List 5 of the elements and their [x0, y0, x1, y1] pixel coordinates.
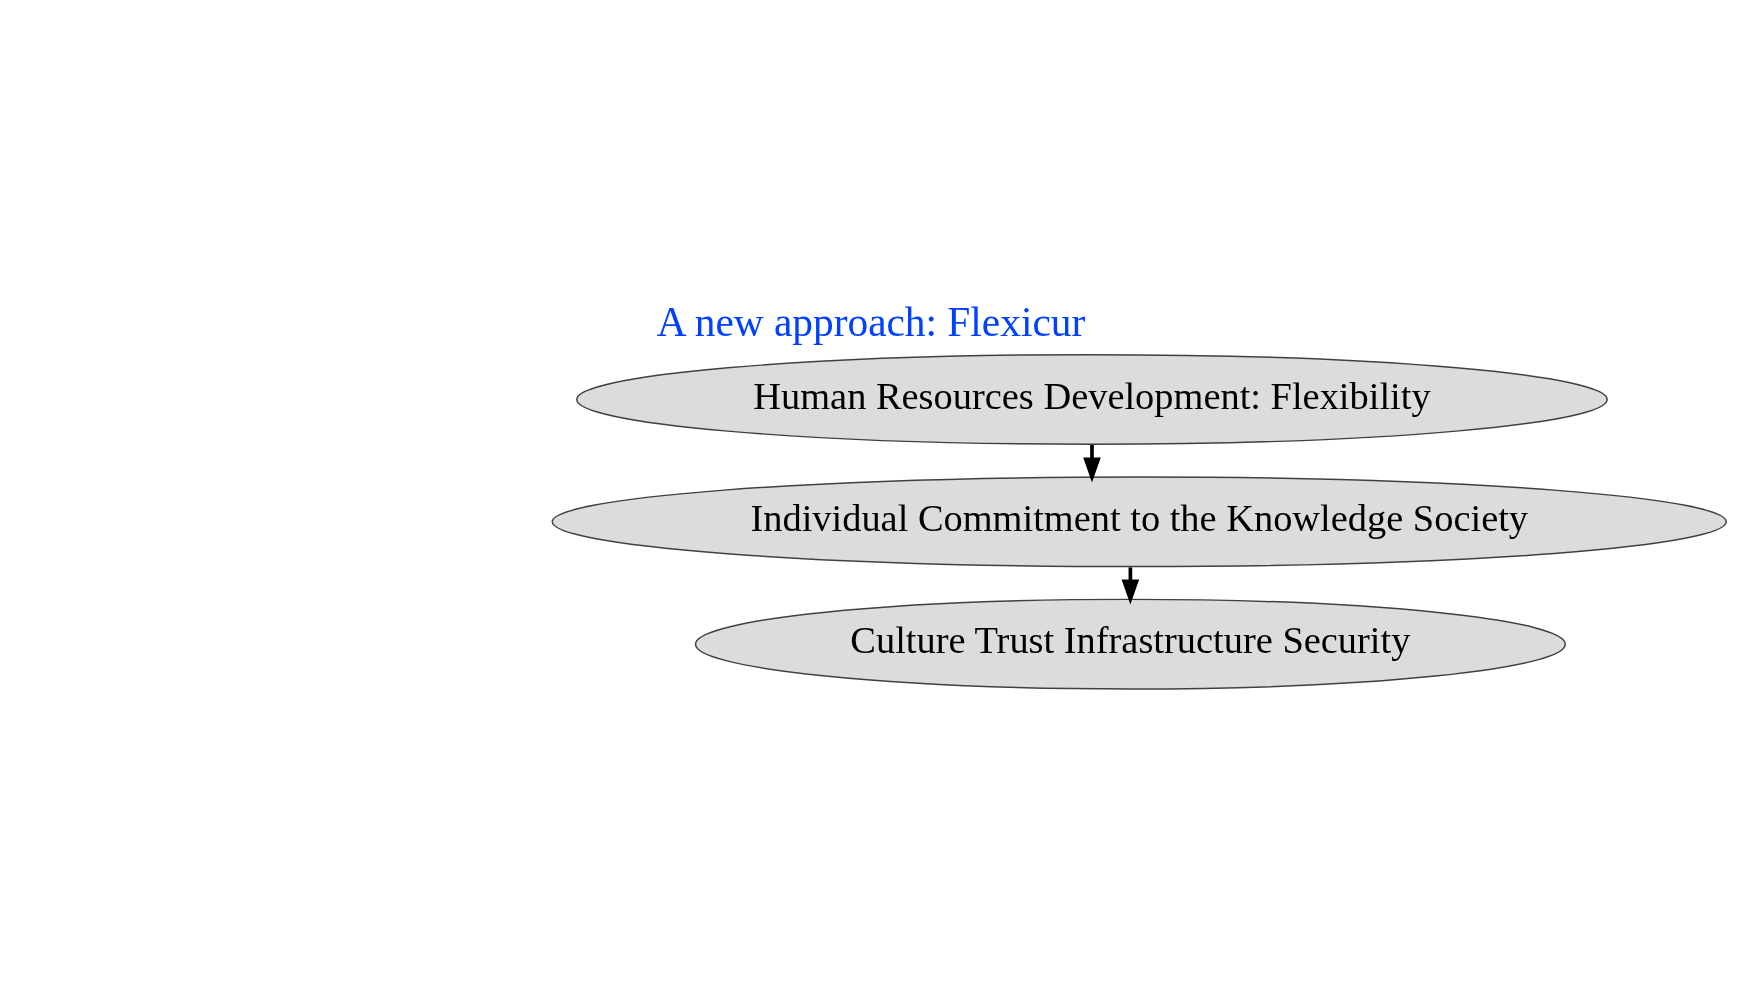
node-ellipse: Culture Trust Infrastructure Security [694, 598, 1566, 690]
node-ellipse: Human Resources Development: Flexibility [576, 353, 1608, 445]
arrow [1083, 444, 1101, 483]
diagram-title: A new approach: Flexicur [656, 298, 1086, 345]
node-ellipse: Individual Commitment to the Knowledge Society [551, 475, 1727, 567]
